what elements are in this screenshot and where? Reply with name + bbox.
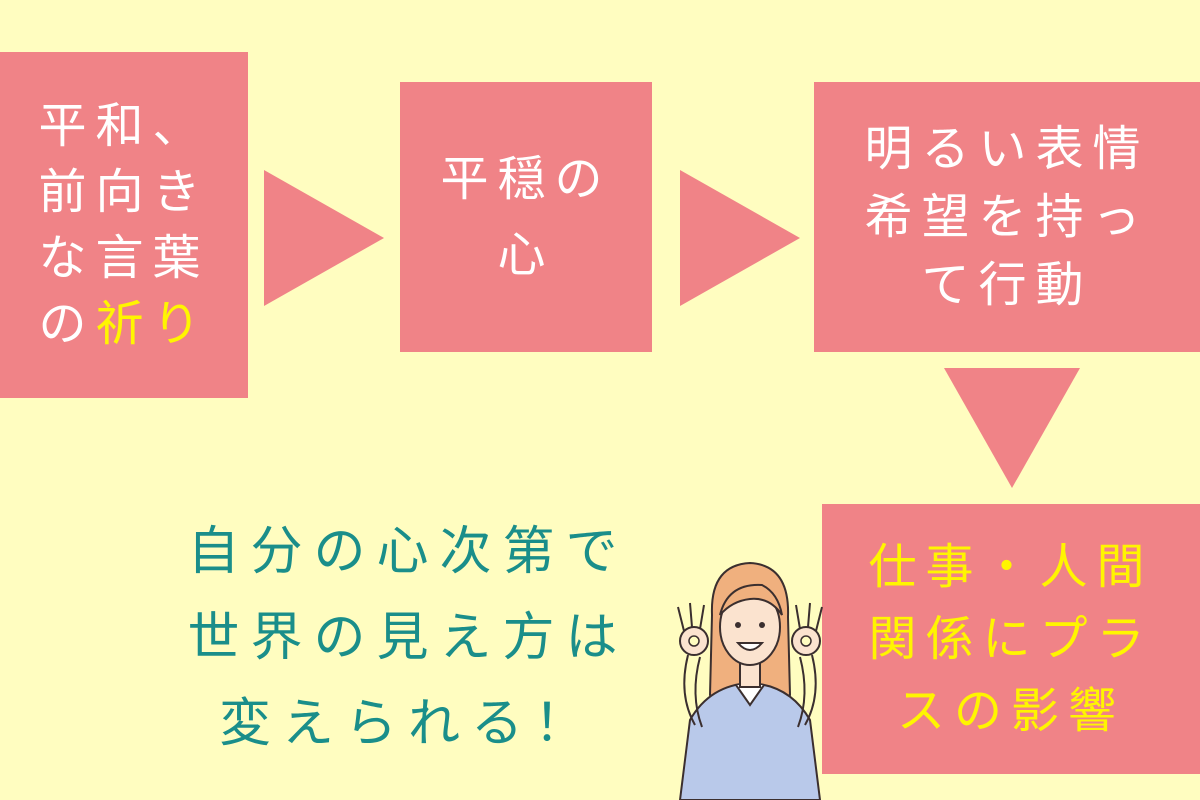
step-box-bright-expression-text: 明るい表情 希望を持っ て行動 [864,120,1149,314]
arrow-right-icon-1 [264,170,384,306]
step-box-calm-mind-line-1: 平穏の [440,151,612,207]
step-box-bright-expression-line-1: 明るい表情 [864,121,1150,177]
arrow-down-icon [944,368,1080,488]
step-box-prayer-line-2: 前向き [38,164,210,220]
step-box-calm-mind-text: 平穏の 心 [440,150,611,284]
step-box-positive-impact-line-1: 仕事・人間 [868,539,1154,595]
step-box-bright-expression-line-2: 希望を持っ [864,189,1150,245]
step-box-prayer: 平和、 前向き な言葉 の祈り [0,52,248,398]
step-box-prayer-line-1: 平和、 [38,98,210,154]
closing-message-line-3: 変えられる！ [218,694,597,754]
step-box-prayer-line-4: の祈り [38,295,209,353]
step-box-bright-expression: 明るい表情 希望を持っ て行動 [814,82,1200,352]
closing-message: 自分の心次第で 世界の見え方は 変えられる！ [128,520,688,778]
arrow-right-icon-2 [680,170,800,306]
step-box-calm-mind: 平穏の 心 [400,82,652,352]
step-box-prayer-highlight: 祈り [95,296,210,352]
woman-ok-gesture-illustration [677,561,823,800]
step-box-calm-mind-line-2: 心 [497,227,555,283]
step-box-prayer-text: 平和、 前向き な言葉 の祈り [38,97,209,353]
step-box-positive-impact-line-3: スの影響 [896,683,1125,739]
step-box-prayer-line-4-prefix: の [38,296,96,352]
step-box-positive-impact-line-2: 関係にプラ [868,611,1154,667]
step-box-prayer-line-3: な言葉 [38,230,210,286]
step-box-positive-impact-text: 仕事・人間 関係にプラ スの影響 [868,538,1153,740]
closing-message-line-2: 世界の見え方は [187,608,629,668]
step-box-positive-impact: 仕事・人間 関係にプラ スの影響 [822,504,1200,774]
step-box-bright-expression-line-3: て行動 [921,257,1093,313]
closing-message-line-1: 自分の心次第で [187,522,629,582]
